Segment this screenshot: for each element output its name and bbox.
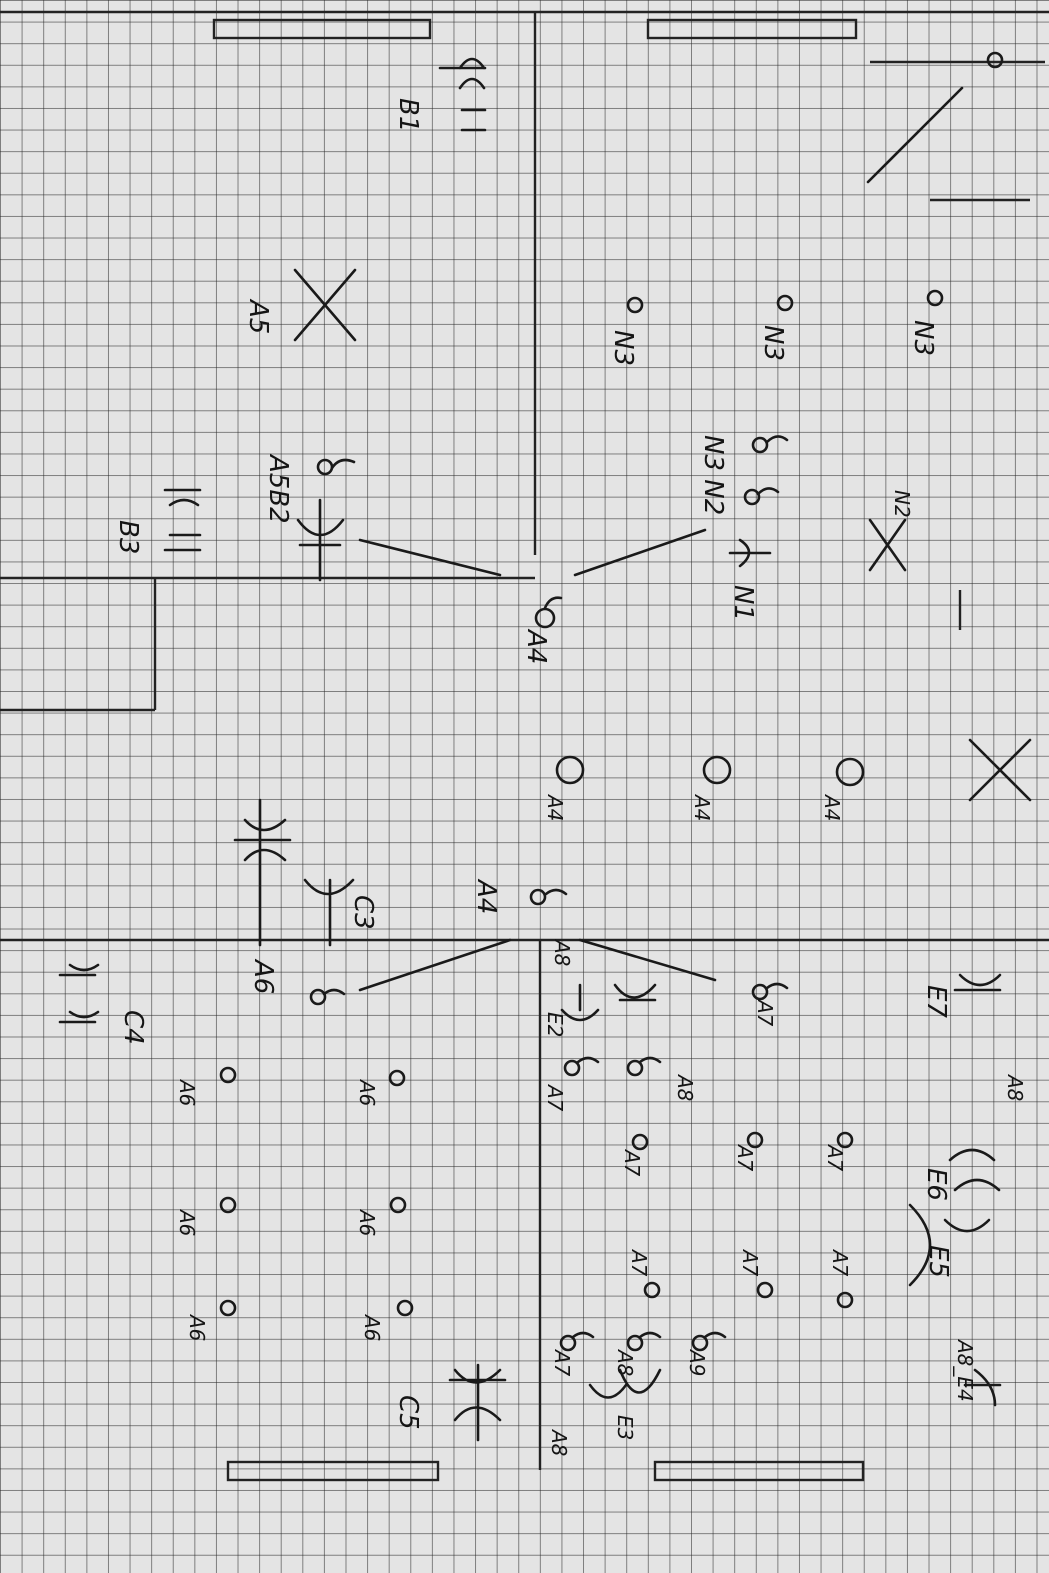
label-b1: B1 [393, 98, 423, 132]
label-b3: B3 [113, 520, 143, 554]
x-markers [295, 88, 1030, 800]
label-a7-f: A7 [627, 1248, 651, 1277]
windows [214, 20, 863, 1480]
connection-lines [360, 530, 715, 990]
label-a7-b: A7 [753, 998, 777, 1027]
label-n1: N1 [728, 585, 758, 621]
label-e5: E5 [923, 1245, 953, 1278]
socket-circles [221, 53, 1002, 1350]
label-a6-5: A6 [360, 1313, 384, 1341]
label-a7-a: A7 [543, 1083, 567, 1112]
label-a6-4: A6 [175, 1208, 199, 1236]
label-a6-2: A6 [175, 1078, 199, 1106]
label-a9: A9 [685, 1348, 709, 1376]
label-a6-3: A6 [355, 1208, 379, 1236]
label-a5b2: A5B2 [263, 453, 293, 524]
switch-symbols [324, 436, 787, 1337]
label-e3: E3 [613, 1415, 637, 1440]
label-a4-l: A4 [543, 793, 567, 821]
label-a6-1: A6 [355, 1078, 379, 1106]
label-a4-m: A4 [690, 793, 714, 821]
label-a7-d: A7 [823, 1143, 847, 1172]
label-a8-top: A8 [1003, 1073, 1027, 1101]
label-c5: C5 [393, 1395, 423, 1430]
label-a7-g: A7 [738, 1248, 762, 1277]
label-n3-top: N3 [908, 320, 938, 356]
label-a7-e: A7 [620, 1148, 644, 1177]
label-e6: E6 [921, 1168, 951, 1201]
label-a4-r: A4 [820, 793, 844, 821]
label-e7: E7 [921, 985, 951, 1018]
label-c3: C3 [348, 895, 378, 930]
label-a6-6: A6 [185, 1313, 209, 1341]
label-a8-e4: A8_E4 [953, 1338, 977, 1402]
label-n3-n2: N3 N2 [698, 435, 728, 515]
label-a4-lower: A4 [471, 878, 501, 914]
label-a6-top: A6 [248, 958, 278, 994]
label-n3-mid: N3 [758, 325, 788, 361]
outlet-symbols [60, 59, 1000, 1440]
labels: B1 N3 N3 N3 A5 N3 N2 N2 N1 A5B2 B3 A4 A4… [113, 98, 1027, 1456]
label-a7-h: A7 [828, 1248, 852, 1277]
walls [0, 12, 1049, 1470]
label-a7-c: A7 [733, 1143, 757, 1172]
label-n3-left: N3 [608, 330, 638, 366]
label-a7-i: A7 [550, 1348, 574, 1377]
label-n2: N2 [890, 490, 914, 518]
label-a8-mid: A8 [550, 938, 574, 966]
label-a4-main: A4 [521, 628, 551, 664]
label-a5-x: A5 [243, 298, 273, 334]
label-c4: C4 [118, 1010, 148, 1045]
label-a8-b: A8 [673, 1073, 697, 1101]
label-e2: E2 [543, 1012, 567, 1037]
label-a8-d: A8 [547, 1428, 571, 1456]
label-a8-c: A8 [613, 1348, 637, 1376]
